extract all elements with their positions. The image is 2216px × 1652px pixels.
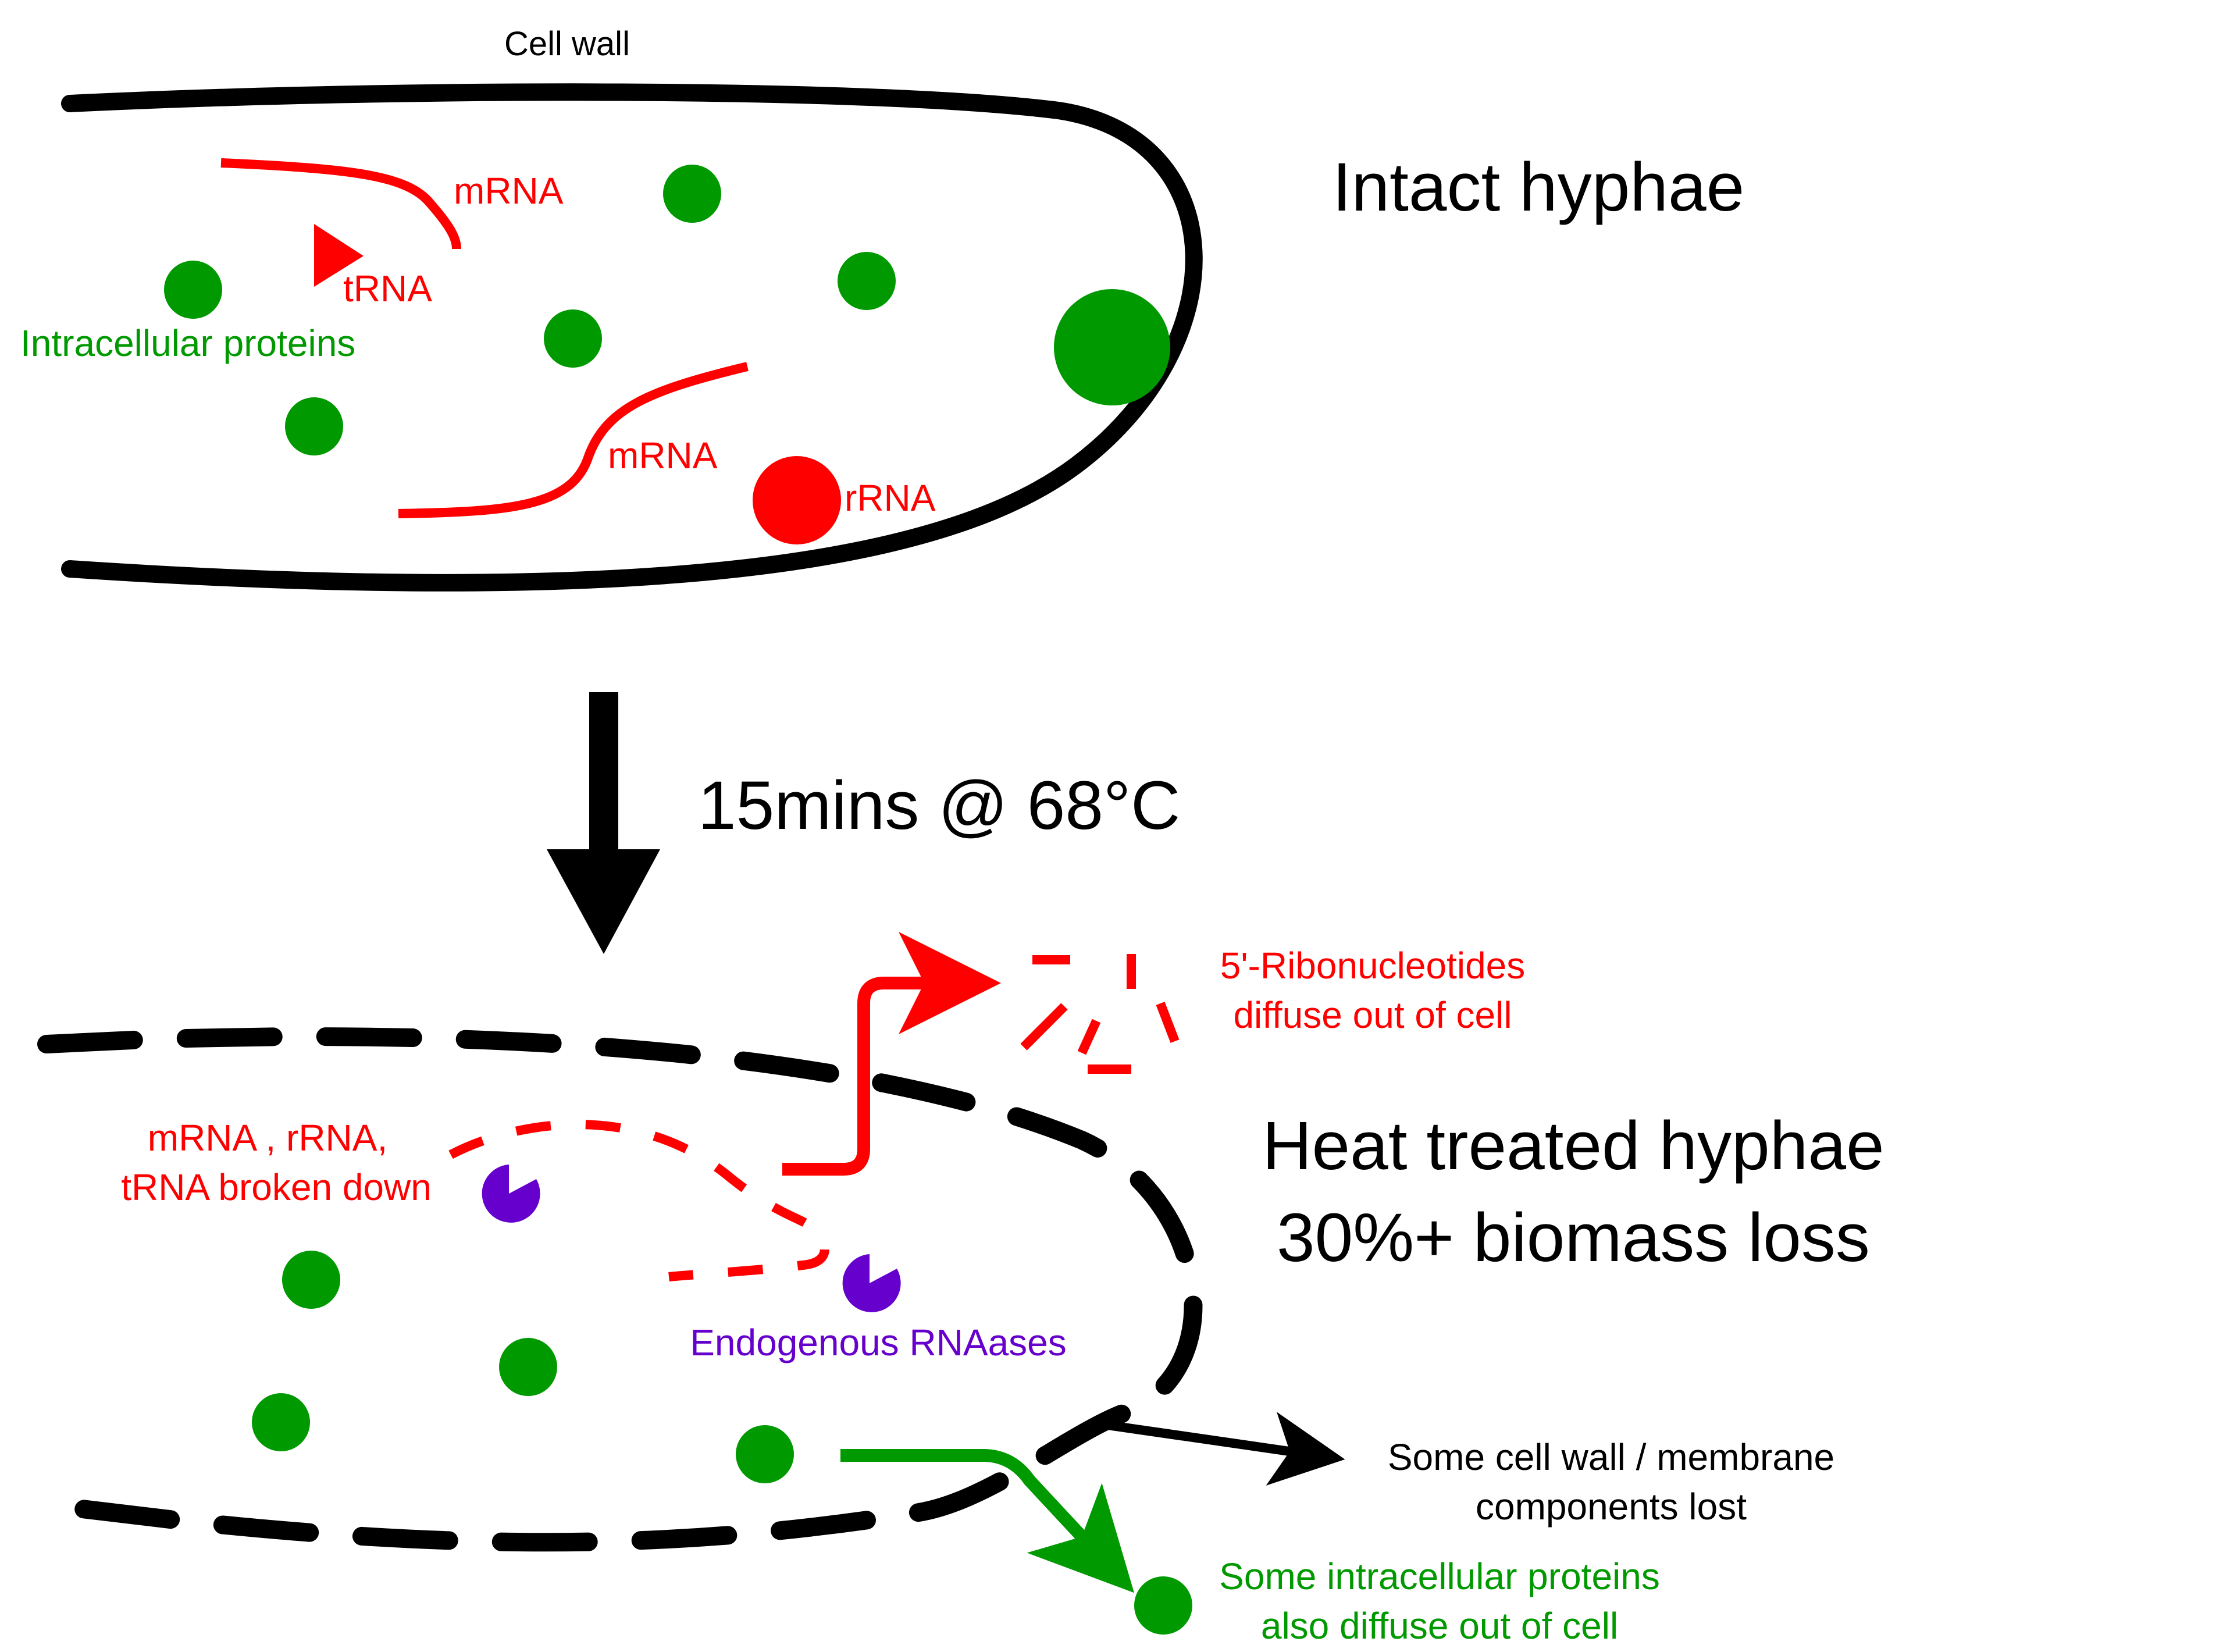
rrna-label: rRNA: [845, 477, 936, 519]
ribonucleotide-fragment: [1020, 1003, 1068, 1051]
treatment-arrow-shaft: [589, 692, 618, 861]
mrna-strand-2: [398, 362, 749, 518]
ribonucleotide-exit-arrow: [782, 932, 1001, 1176]
protein-dot: [736, 1425, 794, 1483]
broken-cell-wall: [37, 1027, 1203, 1552]
wall-lost-line1: Some cell wall / membrane: [1388, 1436, 1834, 1478]
broken-rna-strand: [448, 1120, 829, 1281]
trna-label: tRNA: [343, 268, 432, 309]
rrna-shape: [753, 456, 841, 544]
rna-broken-down-line2: tRNA broken down: [121, 1166, 432, 1208]
ribonucleotides-line1: 5'-Ribonucleotides: [1220, 945, 1526, 987]
rna-broken-down-line1: mRNA , rRNA,: [148, 1117, 387, 1159]
treatment-step: 15mins @ 68°C: [547, 692, 1180, 954]
treatment-arrow-head: [547, 849, 660, 954]
protein-dot: [663, 165, 721, 223]
protein-dot: [285, 397, 343, 455]
protein-dot-outside: [1134, 1576, 1192, 1635]
protein-exit-arrow: [840, 1449, 1134, 1593]
wall-lost-line2: components lost: [1476, 1486, 1747, 1528]
heat-treated-title-line2: 30%+ biomass loss: [1277, 1199, 1870, 1276]
intracellular-proteins-label: Intracellular proteins: [20, 322, 355, 364]
proteins-out-line2: also diffuse out of cell: [1261, 1605, 1618, 1647]
ribonucleotide-fragment: [1077, 1019, 1101, 1055]
ribonucleotides-line2: diffuse out of cell: [1233, 994, 1512, 1036]
protein-large: [1054, 289, 1170, 405]
mrna-label-1: mRNA: [454, 170, 564, 212]
endogenous-rnaases-label: Endogenous RNAases: [690, 1322, 1067, 1363]
wall-components-lost-arrow: [1107, 1412, 1345, 1486]
intact-cell-wall: [61, 83, 1203, 592]
protein-dot: [499, 1338, 557, 1396]
protein-dot: [282, 1251, 340, 1309]
protein-dot: [544, 309, 602, 368]
mrna-label-2: mRNA: [608, 435, 718, 476]
cell-wall-label: Cell wall: [504, 25, 630, 63]
protein-dot: [164, 261, 222, 319]
trna-shape: [314, 224, 364, 287]
protein-dot: [252, 1393, 310, 1451]
rnaase-enzyme: [842, 1254, 901, 1312]
heat-treated-title-line1: Heat treated hyphae: [1262, 1108, 1884, 1184]
treatment-label: 15mins @ 68°C: [698, 767, 1180, 844]
intact-hyphae-panel: Cell wall Intact hyphae mRNA tRNA mRNA r…: [20, 25, 1745, 592]
rnaase-enzyme: [482, 1165, 540, 1223]
ribonucleotide-fragment: [1156, 1002, 1180, 1043]
ribonucleotide-fragments: [1020, 954, 1180, 1074]
heat-treated-hyphae-panel: Heat treated hyphae 30%+ biomass loss mR…: [37, 932, 1884, 1647]
intact-hyphae-title: Intact hyphae: [1333, 149, 1745, 226]
mrna-strand-1: [220, 158, 461, 250]
proteins-out-line1: Some intracellular proteins: [1219, 1555, 1660, 1597]
protein-dot: [838, 252, 896, 310]
